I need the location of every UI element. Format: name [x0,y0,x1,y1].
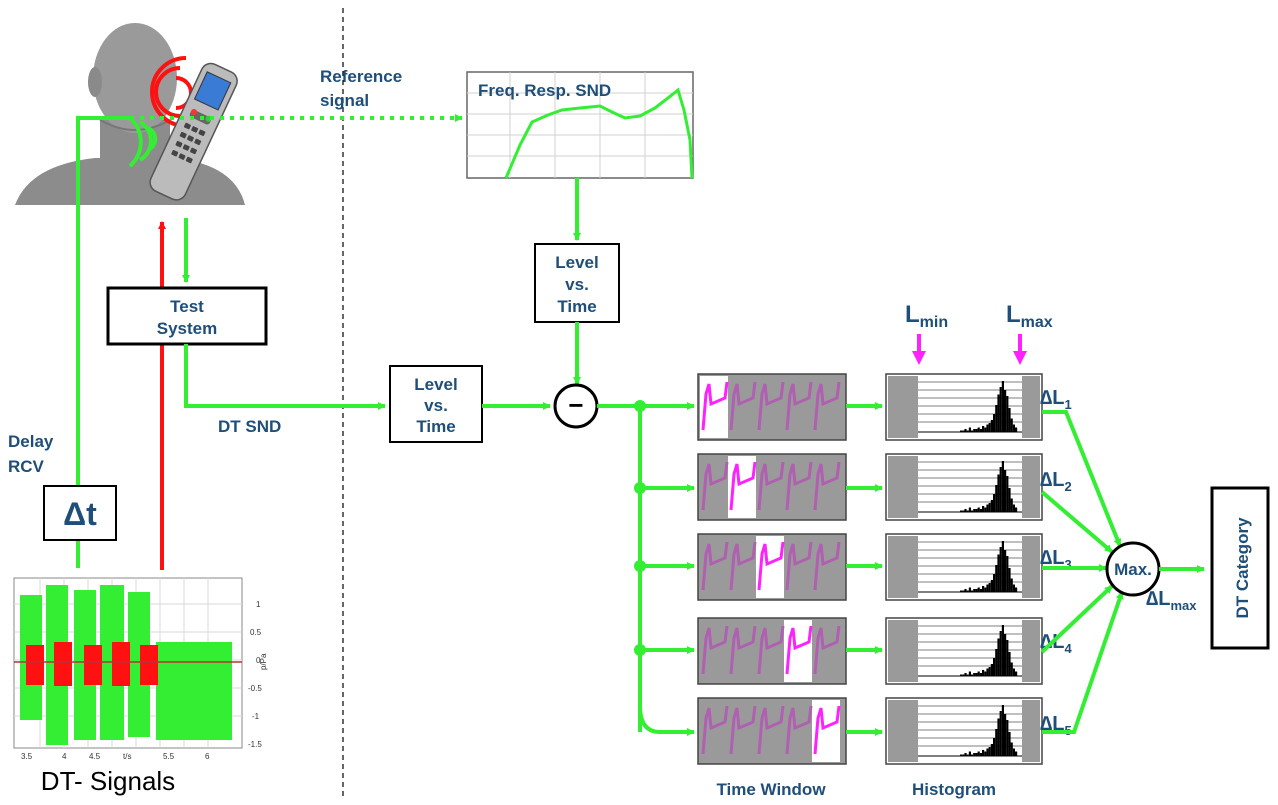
histogram-panel [885,697,1043,765]
send-sound-waves-icon [128,116,158,168]
x-tick-5: 5.5 [163,752,175,761]
l-max-label: Lmax [1006,301,1053,331]
delta-level-label: ∆L1 [1040,387,1072,412]
histogram-panel [885,453,1043,521]
dt-category-box [1210,486,1270,650]
time-window-caption: Time Window [716,780,826,799]
delta-level-labels: ∆L1 ∆L2 ∆L3 ∆L4 ∆L5 [1040,387,1072,738]
delta-level-label: ∆L4 [1040,631,1072,656]
time-window-panel [697,453,847,521]
level-ref-line2: vs. [565,275,589,294]
time-window-panel [697,373,847,441]
test-system-box [106,286,268,346]
dt-snd-label: DT SND [218,417,281,436]
freq-resp-title: Freq. Resp. SND [478,81,611,100]
level-snd-line1: Level [414,375,457,394]
dt-category-label: DT Category [1233,517,1252,619]
delta-t-label: Δt [63,496,97,532]
x-tick-4: t/s [123,752,131,761]
level-vs-time-box-ref [534,243,620,323]
max-label: Max. [1114,560,1152,579]
histogram-panel [885,533,1043,601]
delta-level-label: ∆L2 [1040,469,1072,494]
mobile-phone-icon [149,62,238,201]
histogram-panel [885,373,1043,441]
y-tick-3: 0 [256,656,261,665]
y-tick-2: 0.5 [250,628,262,637]
level-snd-line2: vs. [424,396,448,415]
distribution-paths [597,402,695,736]
x-tick-1: 3.5 [21,752,33,761]
y-tick-5: -1 [252,712,260,721]
dt-signals-caption: DT- Signals [41,766,175,796]
y-unit-label: p/Pa [259,653,268,670]
histogram-caption: Histogram [912,780,996,799]
level-ref-line1: Level [555,253,598,272]
junction-dots [634,400,646,656]
freq-response-plot [466,71,694,179]
delta-lmax-label: ∆Lmax [1146,588,1197,613]
window-to-histogram-paths [846,402,883,736]
delta-t-box [43,485,117,541]
x-tick-2: 4 [62,752,67,761]
dt-signals-plot: 3.5 4 4.5 t/s 5.5 6 1 0.5 0 -0.5 -1 -1.5… [13,577,268,761]
test-system-line2: System [157,319,217,338]
histogram-panels [885,373,1043,765]
time-window-panel [697,697,847,765]
x-tick-6: 6 [205,752,210,761]
delta-level-label: ∆L5 [1040,713,1072,738]
level-snd-line3: Time [416,417,455,436]
y-tick-6: -1.5 [248,740,262,749]
time-window-panels [697,373,847,765]
delay-label-line2: RCV [8,457,45,476]
delta-level-label: ∆L3 [1040,547,1072,572]
minus-symbol: − [568,390,583,420]
histogram-panel [885,617,1043,685]
test-system-line1: Test [170,297,204,316]
reference-label-line1: Reference [320,67,402,86]
delay-label-line1: Delay [8,432,54,451]
l-min-label: Lmin [905,301,948,331]
dt-snd-path [184,344,386,410]
time-window-panel [697,533,847,601]
level-ref-line3: Time [557,297,596,316]
y-tick-4: -0.5 [248,684,262,693]
y-tick-1: 1 [256,600,261,609]
x-tick-3: 4.5 [89,752,101,761]
level-vs-time-box-snd [389,365,483,443]
delay-rcv-path [76,116,130,568]
time-window-panel [697,617,847,685]
reference-label-line2: signal [320,91,369,110]
delta-to-max-paths [1040,410,1124,734]
